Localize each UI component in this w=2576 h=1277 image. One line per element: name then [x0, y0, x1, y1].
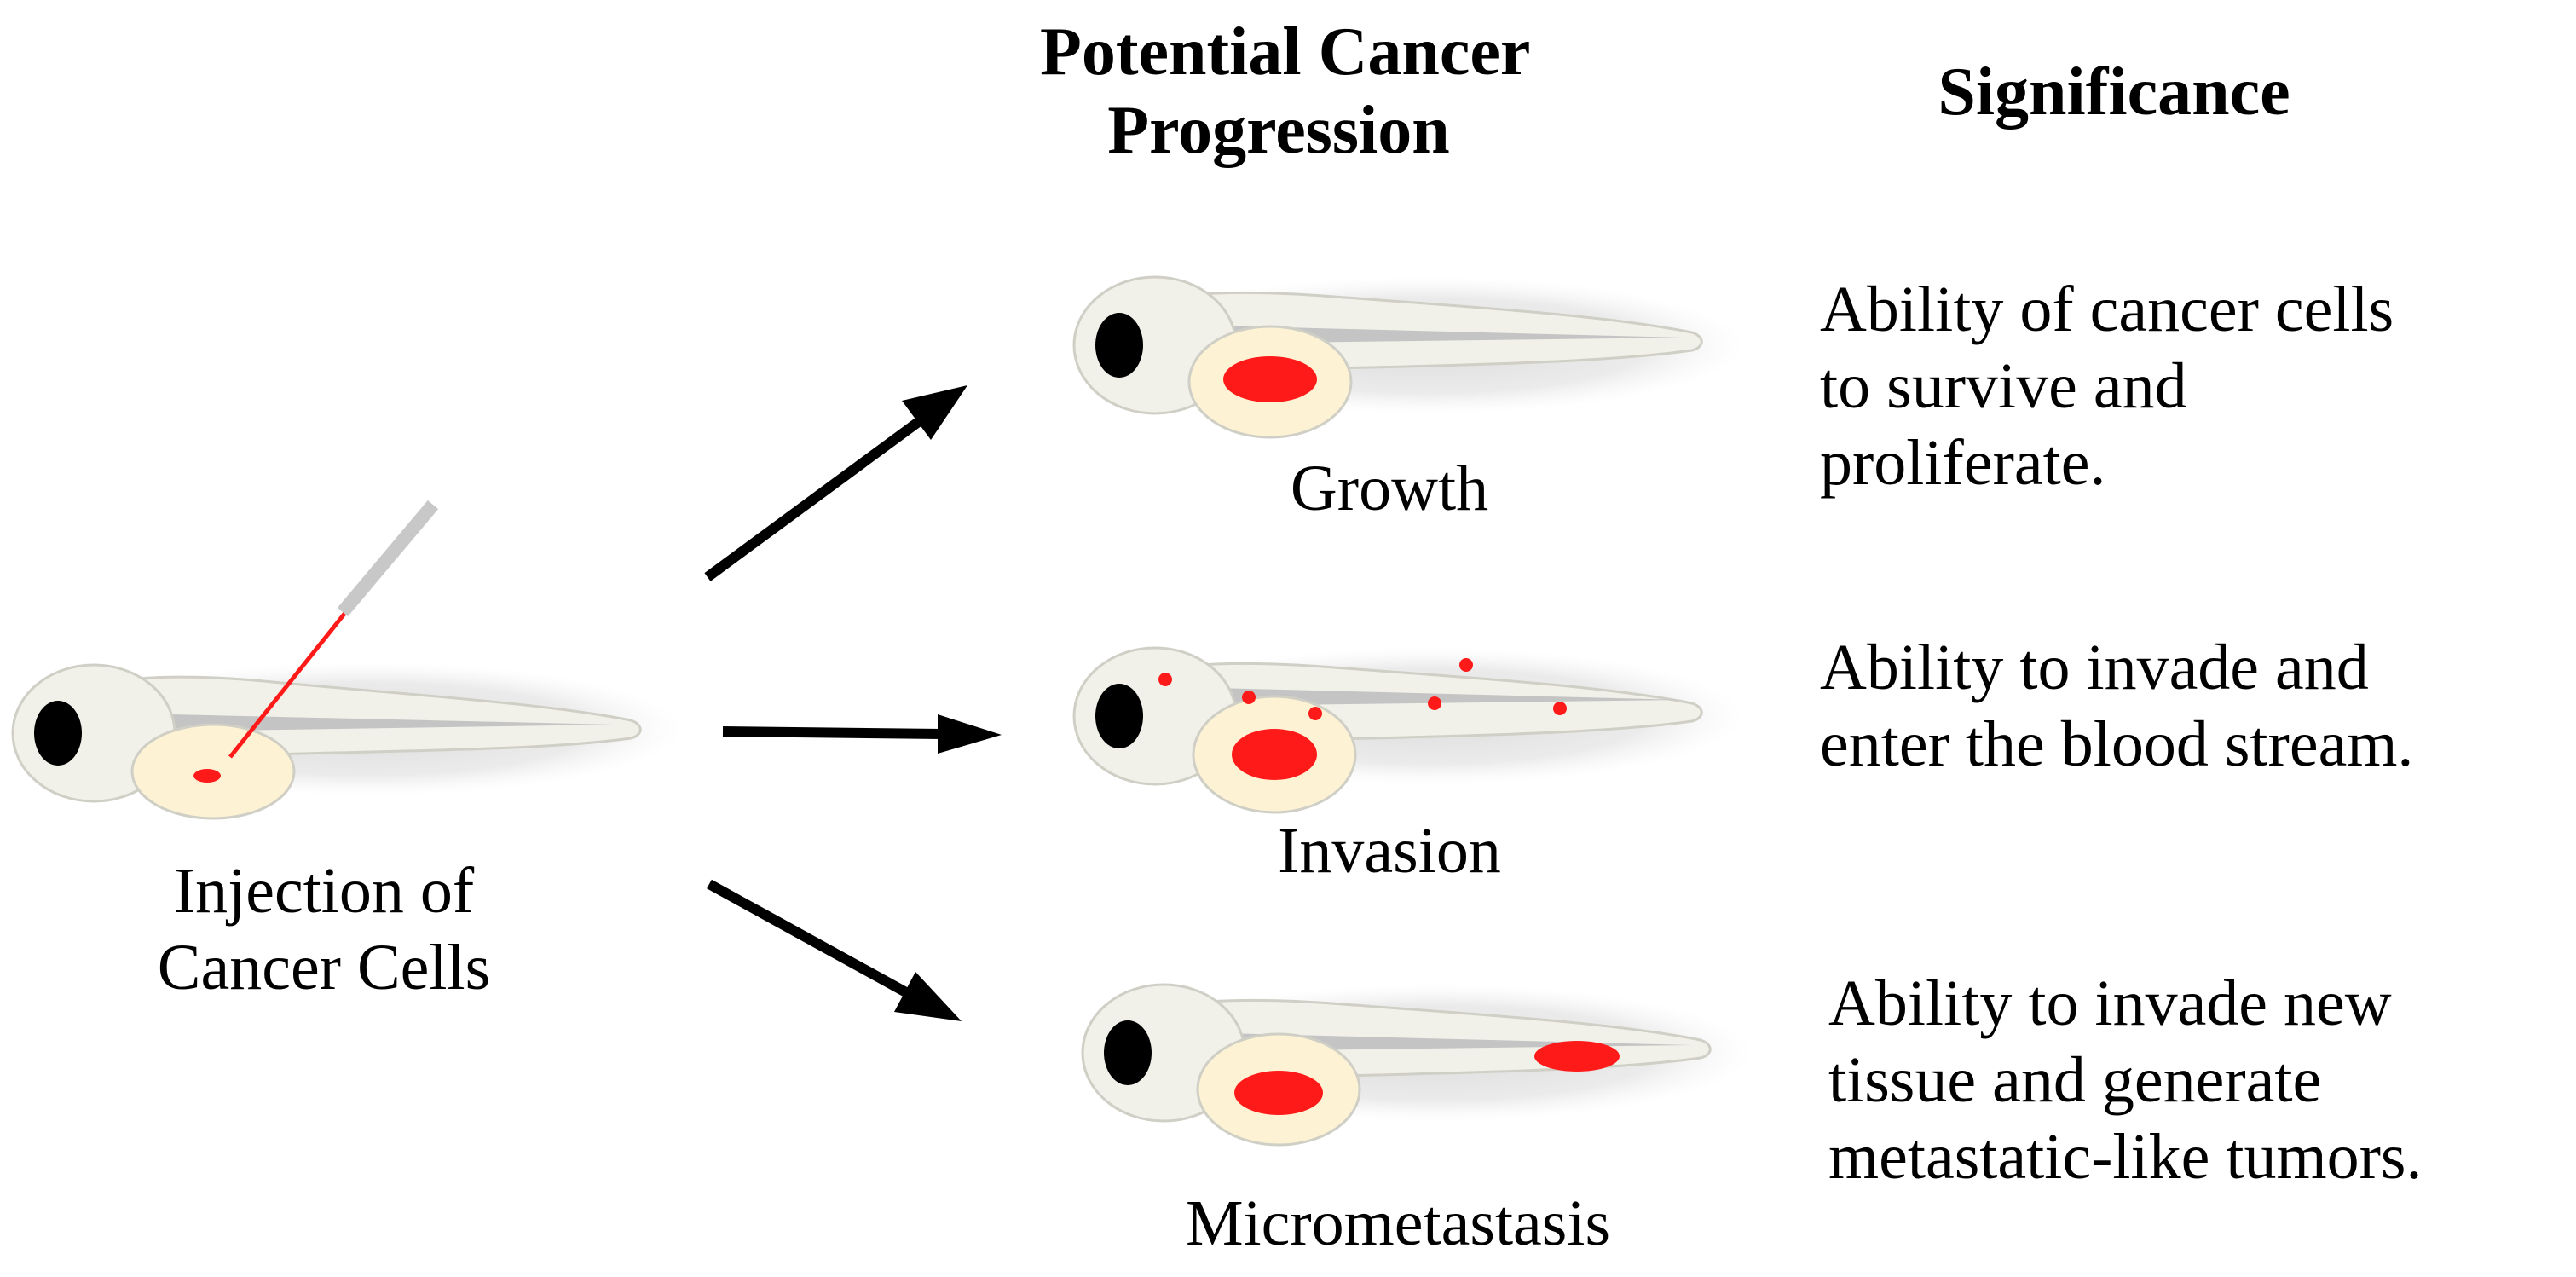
invading-cell: [1242, 691, 1256, 704]
invading-cell: [1459, 658, 1473, 672]
needle-tip: [228, 608, 349, 759]
stage-label-invasion: Invasion: [1176, 812, 1603, 889]
significance-invasion-line: enter the blood stream.: [1820, 708, 2414, 780]
significance-growth-line: proliferate.: [1820, 427, 2106, 499]
stage-label-growth: Growth: [1176, 450, 1603, 527]
injection-label-line2: Cancer Cells: [157, 932, 491, 1003]
micrometastasis-fish: [1081, 983, 1752, 1147]
arrow-to-growth: [704, 416, 924, 581]
eye: [1095, 684, 1143, 748]
significance-micrometastasis-line: tissue and generate: [1828, 1044, 2322, 1116]
tumor-mass: [1234, 1071, 1323, 1115]
invasion-fish: [1072, 646, 1743, 814]
arrow-to-invasion-head: [938, 714, 1002, 754]
injection-fish: [11, 500, 682, 820]
arrows: [704, 385, 1002, 1021]
significance-growth-line: Ability of cancer cells: [1820, 274, 2394, 345]
injection-label: Injection of Cancer Cells: [94, 852, 554, 1006]
eye: [1095, 313, 1143, 378]
invading-cell: [1158, 673, 1172, 686]
significance-micrometastasis-line: metastatic-like tumors.: [1828, 1121, 2423, 1193]
stage-label-micrometastasis: Micrometastasis: [1117, 1185, 1679, 1262]
significance-micrometastasis-line: Ability to invade new: [1828, 968, 2392, 1039]
tumor-mass: [1223, 356, 1317, 402]
invading-cell: [1308, 707, 1322, 720]
notochord: [1215, 326, 1684, 344]
significance-invasion-line: Ability to invade and: [1820, 632, 2369, 703]
header-progression-line1: Potential Cancer: [1040, 14, 1531, 90]
significance-growth-line: to survive and: [1820, 350, 2187, 422]
arrow-to-micrometastasis: [707, 879, 915, 1001]
header-significance-text: Significance: [1938, 55, 2290, 130]
eye: [34, 701, 82, 766]
invading-cell: [1428, 696, 1441, 710]
header-potential-cancer-progression: Potential Cancer Progression: [1040, 13, 1531, 170]
eye: [1104, 1020, 1152, 1085]
arrow-to-micrometastasis-head: [894, 972, 962, 1021]
header-significance: Significance: [1875, 53, 2353, 131]
stage-invasion-text: Invasion: [1278, 815, 1501, 887]
significance-growth: Ability of cancer cells to survive and p…: [1820, 271, 2553, 501]
injected-cells: [193, 769, 221, 783]
invading-cell: [1553, 702, 1567, 715]
needle: [337, 500, 439, 617]
significance-micrometastasis: Ability to invade new tissue and generat…: [1828, 965, 2570, 1195]
growth-fish: [1072, 275, 1743, 439]
stage-growth-text: Growth: [1290, 453, 1489, 524]
significance-invasion: Ability to invade and enter the blood st…: [1820, 629, 2570, 783]
notochord: [1215, 688, 1684, 706]
arrow-to-invasion: [722, 726, 943, 739]
header-progression-line2: Progression: [1107, 93, 1450, 168]
injection-label-line1: Injection of: [173, 855, 475, 927]
notochord: [170, 714, 614, 731]
arrow-to-growth-head: [902, 385, 967, 440]
metastatic-tumor: [1534, 1041, 1620, 1072]
stage-micrometastasis-text: Micrometastasis: [1185, 1187, 1611, 1259]
tumor-mass: [1232, 729, 1317, 780]
